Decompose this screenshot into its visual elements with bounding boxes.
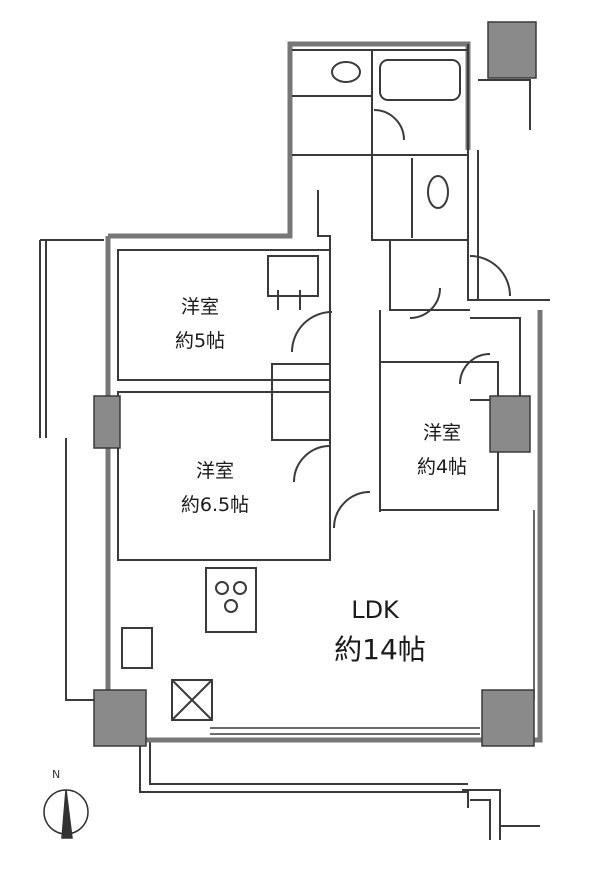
bottom-right: [462, 789, 540, 840]
pillar-nw: [93, 395, 121, 449]
western1-name: 洋室: [180, 296, 219, 318]
kitchen-counter: [205, 567, 257, 633]
bathtub: [379, 59, 461, 101]
door-swing-5: [409, 287, 441, 319]
door-swing-6: [469, 255, 511, 297]
ldk-name: LDK: [351, 596, 399, 624]
stove-burner-2: [233, 581, 247, 595]
pillar-se: [481, 689, 535, 747]
western3-name: 洋室: [422, 422, 461, 444]
pillar-e: [489, 395, 531, 453]
compass-north-label: N: [52, 768, 61, 781]
door-swing-7: [373, 109, 405, 141]
stove-burner-3: [224, 599, 238, 613]
sink: [331, 61, 361, 83]
closet1: [267, 255, 319, 310]
room-western1: [117, 249, 331, 381]
bath-walls: [292, 49, 469, 241]
door-swing-3: [333, 491, 371, 529]
window-south: [210, 727, 480, 735]
storage-box: [171, 679, 213, 721]
outer-right: [467, 44, 550, 301]
compass-icon: [43, 789, 89, 839]
western2-name: 洋室: [195, 460, 234, 482]
storage-cross: [171, 679, 213, 721]
hall: [329, 310, 381, 560]
fridge-space: [121, 627, 153, 669]
door-swing-2: [293, 445, 331, 483]
toilet: [427, 175, 449, 209]
ldk-size: 約14帖: [334, 633, 426, 666]
corridor-walls: [317, 190, 470, 320]
corridor-right: [477, 79, 531, 300]
western3-size: 約4帖: [416, 456, 468, 478]
door-swing-4: [459, 353, 491, 385]
bottom-balcony: [139, 742, 469, 808]
western2-size: 約6.5帖: [180, 494, 250, 516]
closet2: [271, 363, 331, 441]
stove-burner-1: [215, 581, 229, 595]
wc-walls: [411, 158, 469, 300]
balcony-rail: [39, 239, 104, 701]
western1-size: 約5帖: [174, 330, 226, 352]
door-swing-1: [291, 311, 333, 353]
closet3: [470, 317, 521, 401]
pillar-sw: [93, 689, 147, 747]
pillar-ne: [487, 21, 537, 79]
